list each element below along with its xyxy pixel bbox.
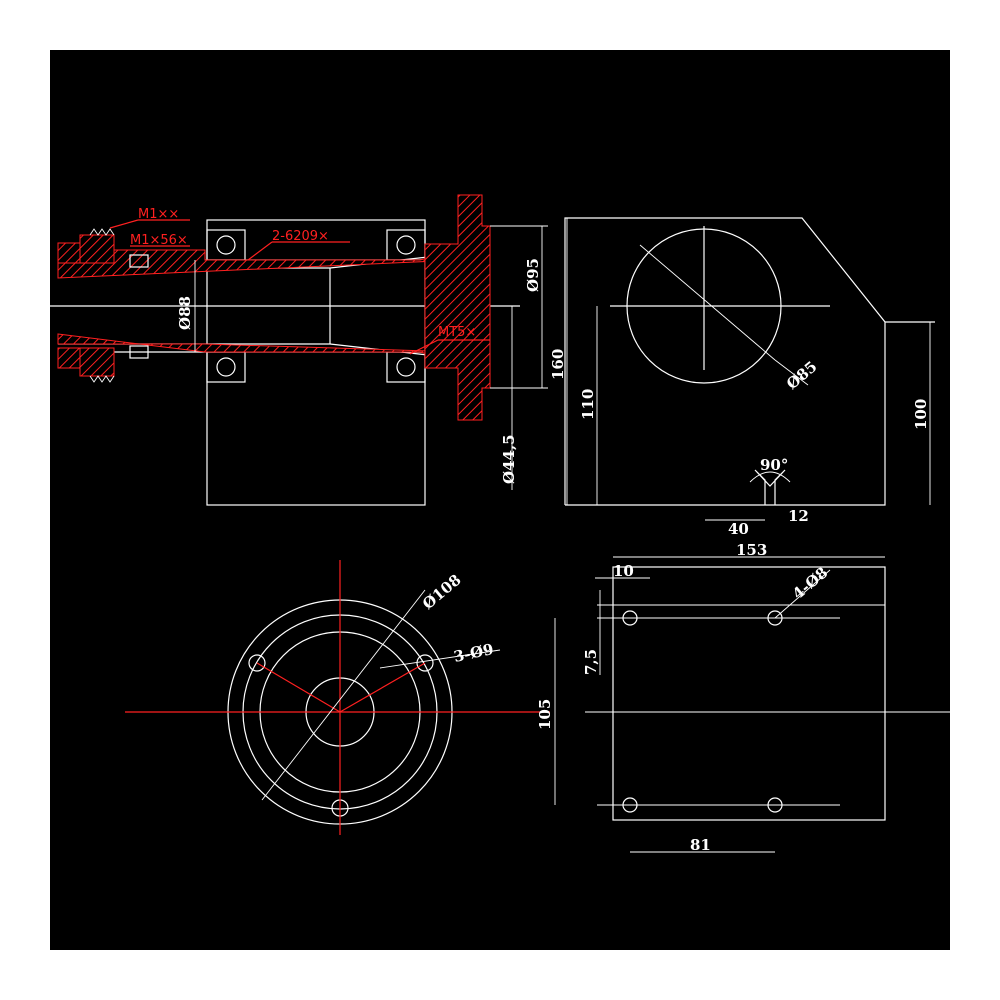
spindle-wall-lower (57, 333, 461, 363)
spindle-section-view: M1×× M1×56× 2-6209× MT5× Ø88 Ø95 Ø44,5 (50, 194, 548, 506)
dim-flange-holes: 3-Ø9 (452, 640, 495, 666)
side-outline (564, 217, 886, 506)
dim-spigot: Ø44,5 (500, 434, 518, 484)
base-plate-view: 153 10 4-Ø8 7,5 105 81 (536, 541, 950, 854)
dim-hole-offset: 7,5 (582, 649, 600, 675)
lock-nut (57, 228, 149, 383)
dim-height-total: 160 (549, 349, 567, 380)
dim-slot-offset: 40 (728, 520, 749, 538)
dim-length: 153 (736, 541, 767, 559)
flange-front-view: Ø108 3-Ø9 (125, 560, 550, 835)
drawing-sheet: M1×× M1×56× 2-6209× MT5× Ø88 Ø95 Ø44,5 Ø… (50, 194, 950, 854)
dim-circle-dia: Ø85 (783, 357, 821, 393)
base-hole-1 (622, 610, 638, 626)
note-thread-2: M1×56× (130, 233, 188, 248)
dim-flange-circle: Ø108 (419, 571, 465, 613)
note-thread-1: M1×× (138, 207, 179, 222)
base-hole-4 (767, 797, 783, 813)
side-view: Ø85 90° 40 12 160 110 100 (549, 217, 935, 538)
cad-drawing-canvas: M1×× M1×56× 2-6209× MT5× Ø88 Ø95 Ø44,5 Ø… (50, 50, 950, 950)
v-slot (754, 469, 786, 505)
note-taper: MT5× (438, 325, 476, 340)
note-bearing: 2-6209× (272, 229, 329, 244)
dim-width: 105 (536, 699, 554, 730)
dim-angle: 90° (760, 456, 788, 474)
dim-slot-width: 12 (788, 507, 809, 525)
dim-right-height: 100 (912, 399, 930, 430)
base-hole-3 (622, 797, 638, 813)
base-hole-2 (767, 610, 783, 626)
dim-bore: Ø88 (176, 296, 194, 330)
dim-hole-spacing: 81 (690, 836, 711, 854)
flange-section (424, 194, 491, 421)
dim-center-height: 110 (579, 389, 597, 420)
spindle-wall-upper (57, 249, 461, 279)
flange-hole-2 (416, 654, 434, 672)
dim-holes: 4-Ø8 (789, 563, 831, 603)
base-plate-outline (612, 566, 886, 821)
flange-hole-1 (248, 654, 266, 672)
dim-edge-offset: 10 (613, 562, 634, 580)
dim-flange-od: Ø95 (524, 258, 542, 292)
